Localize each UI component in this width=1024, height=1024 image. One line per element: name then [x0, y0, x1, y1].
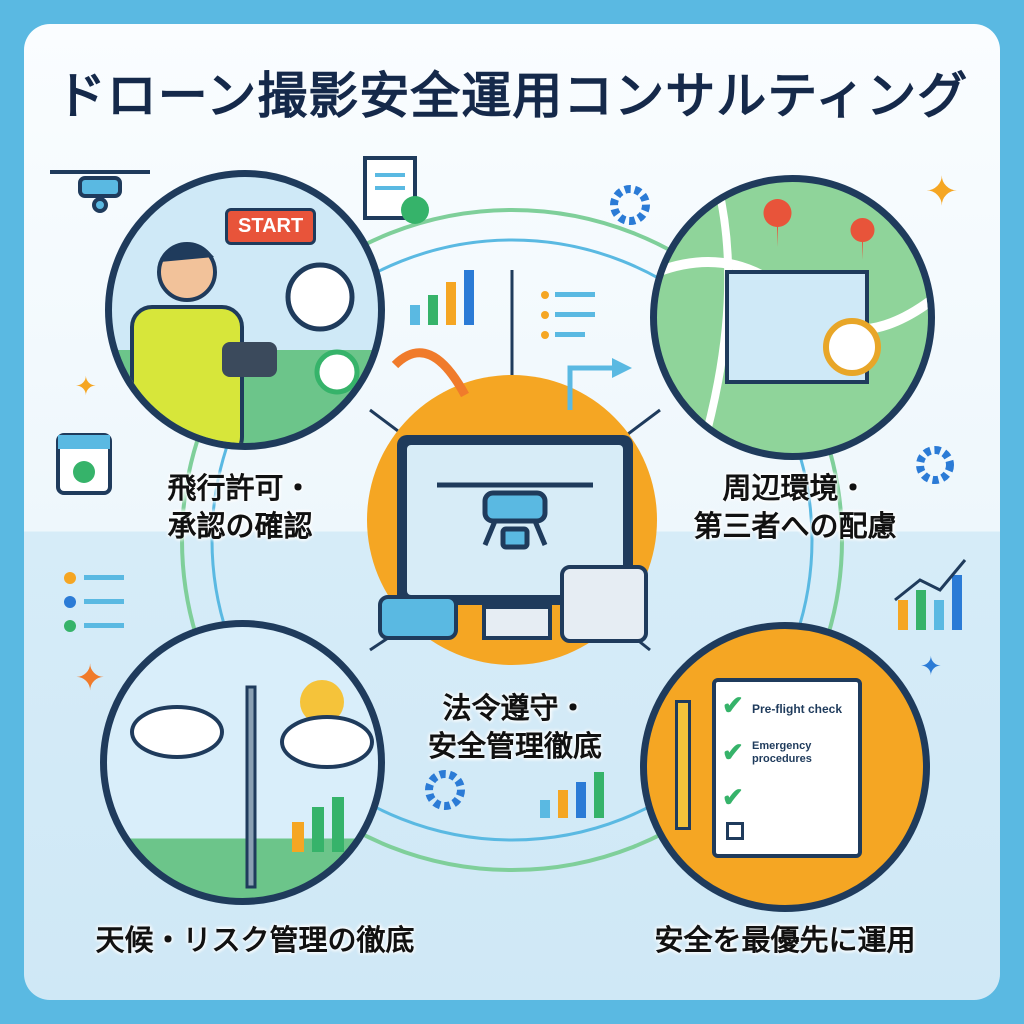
- compliance-label-line1: 法令遵守・: [442, 691, 588, 725]
- compliance-label-line2: 安全管理徹底: [427, 728, 602, 763]
- check-icon: ✔: [722, 690, 744, 720]
- environment-label-line2: 第三者への配慮: [693, 508, 897, 543]
- rain-cloud-icon: [280, 715, 374, 769]
- cloud-icon: [130, 705, 224, 759]
- compliance-label: 法令遵守・ 安全管理徹底: [400, 690, 630, 765]
- check-icon: ✔: [722, 782, 744, 812]
- list-icon: [64, 572, 124, 632]
- weather-label: 天候・リスク管理の徹底: [95, 923, 415, 957]
- location-pin-icon: [763, 199, 792, 247]
- checklist-item: Emergency procedures: [752, 740, 812, 766]
- permit-illustration: [105, 170, 385, 450]
- pencil-icon: [675, 700, 691, 830]
- arrow-right-icon: [612, 358, 632, 378]
- document-check-icon: [363, 156, 429, 224]
- weather-vane-icon: [245, 685, 257, 889]
- checklist-item: Pre-flight check: [752, 702, 843, 716]
- environment-label: 周辺環境・ 第三者への配慮: [675, 470, 915, 545]
- safety-label: 安全を最優先に運用: [654, 923, 916, 957]
- gear-icon: [610, 185, 650, 225]
- bar-chart-icon: [540, 772, 604, 818]
- sparkle-icon: ✦: [75, 372, 97, 402]
- checklist-clipboard: ✔ Pre-flight check ✔ Emergency procedure…: [712, 678, 862, 858]
- check-icon: ✔: [722, 737, 744, 767]
- compass-icon: [823, 318, 881, 376]
- remote-controller-icon: [378, 595, 458, 640]
- environment-label-line1: 周辺環境・: [722, 471, 868, 505]
- bar-chart-icon: [410, 270, 474, 325]
- growth-chart-icon: [894, 559, 967, 630]
- start-badge: START: [225, 208, 317, 245]
- calendar-check-icon: [56, 433, 112, 495]
- sparkle-icon: ✦: [75, 658, 105, 699]
- sparkle-icon: ✦: [925, 169, 959, 215]
- environment-map-illustration: [650, 175, 935, 460]
- permit-label-line1: 飛行許可・: [167, 471, 313, 505]
- monitor-stand: [482, 605, 552, 640]
- sun-icon: [300, 680, 344, 724]
- page-title: ドローン撮影安全運用コンサルティング: [55, 67, 969, 125]
- gear-icon: [916, 446, 954, 484]
- list-icon: [541, 291, 595, 339]
- permit-label-line2: 承認の確認: [167, 508, 313, 543]
- gear-icon: [425, 770, 465, 810]
- weather-illustration: [100, 620, 385, 905]
- drone-icon: [437, 482, 593, 550]
- sparkle-icon: ✦: [920, 652, 942, 682]
- controller-with-screen-icon: [560, 565, 648, 643]
- pilot-with-controller-illustration: [130, 242, 360, 443]
- empty-checkbox: [726, 822, 744, 840]
- location-pin-icon: [850, 218, 875, 260]
- permit-label: 飛行許可・ 承認の確認: [140, 470, 340, 545]
- drone-icon: [50, 170, 150, 213]
- cycle-arrow-icon: [391, 348, 469, 398]
